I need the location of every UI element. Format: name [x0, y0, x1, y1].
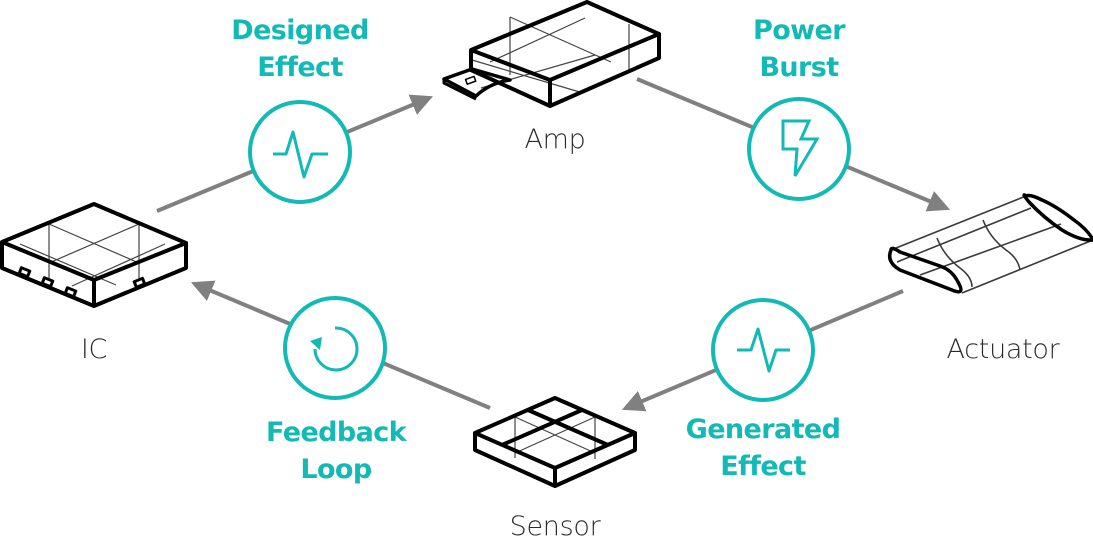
step-generated-effect-badge [711, 298, 815, 402]
node-label-sensor: Sensor [509, 511, 601, 542]
actuator-icon [887, 193, 1093, 294]
step-label-line2: Effect [720, 451, 806, 482]
step-label-designed-effect: Designed Effect [231, 12, 369, 86]
refresh-cycle-icon [310, 326, 359, 372]
step-power-burst-badge [747, 97, 851, 201]
step-label-line1: Feedback [265, 417, 407, 448]
step-feedback-loop-badge [283, 296, 387, 400]
lightning-bolt-icon [781, 119, 820, 177]
step-label-line1: Power [753, 15, 846, 46]
step-label-power-burst: Power Burst [753, 12, 846, 86]
node-label-amp: Amp [524, 124, 586, 155]
step-label-feedback-loop: Feedback Loop [265, 414, 407, 488]
amp-module-icon [442, 0, 661, 108]
waveform-pulse-icon [273, 130, 328, 179]
step-label-line1: Designed [231, 15, 369, 46]
step-label-line2: Loop [300, 454, 372, 485]
node-label-actuator: Actuator [946, 334, 1060, 365]
step-designed-effect-badge [248, 100, 352, 204]
step-label-generated-effect: Generated Effect [686, 411, 841, 485]
step-label-line2: Burst [759, 52, 839, 83]
ic-chip-icon [0, 202, 188, 308]
node-label-ic: IC [80, 334, 108, 365]
waveform-pulse-icon [737, 327, 790, 373]
sensor-icon [473, 396, 637, 488]
step-label-line1: Generated [685, 414, 841, 445]
step-label-line2: Effect [257, 52, 343, 83]
